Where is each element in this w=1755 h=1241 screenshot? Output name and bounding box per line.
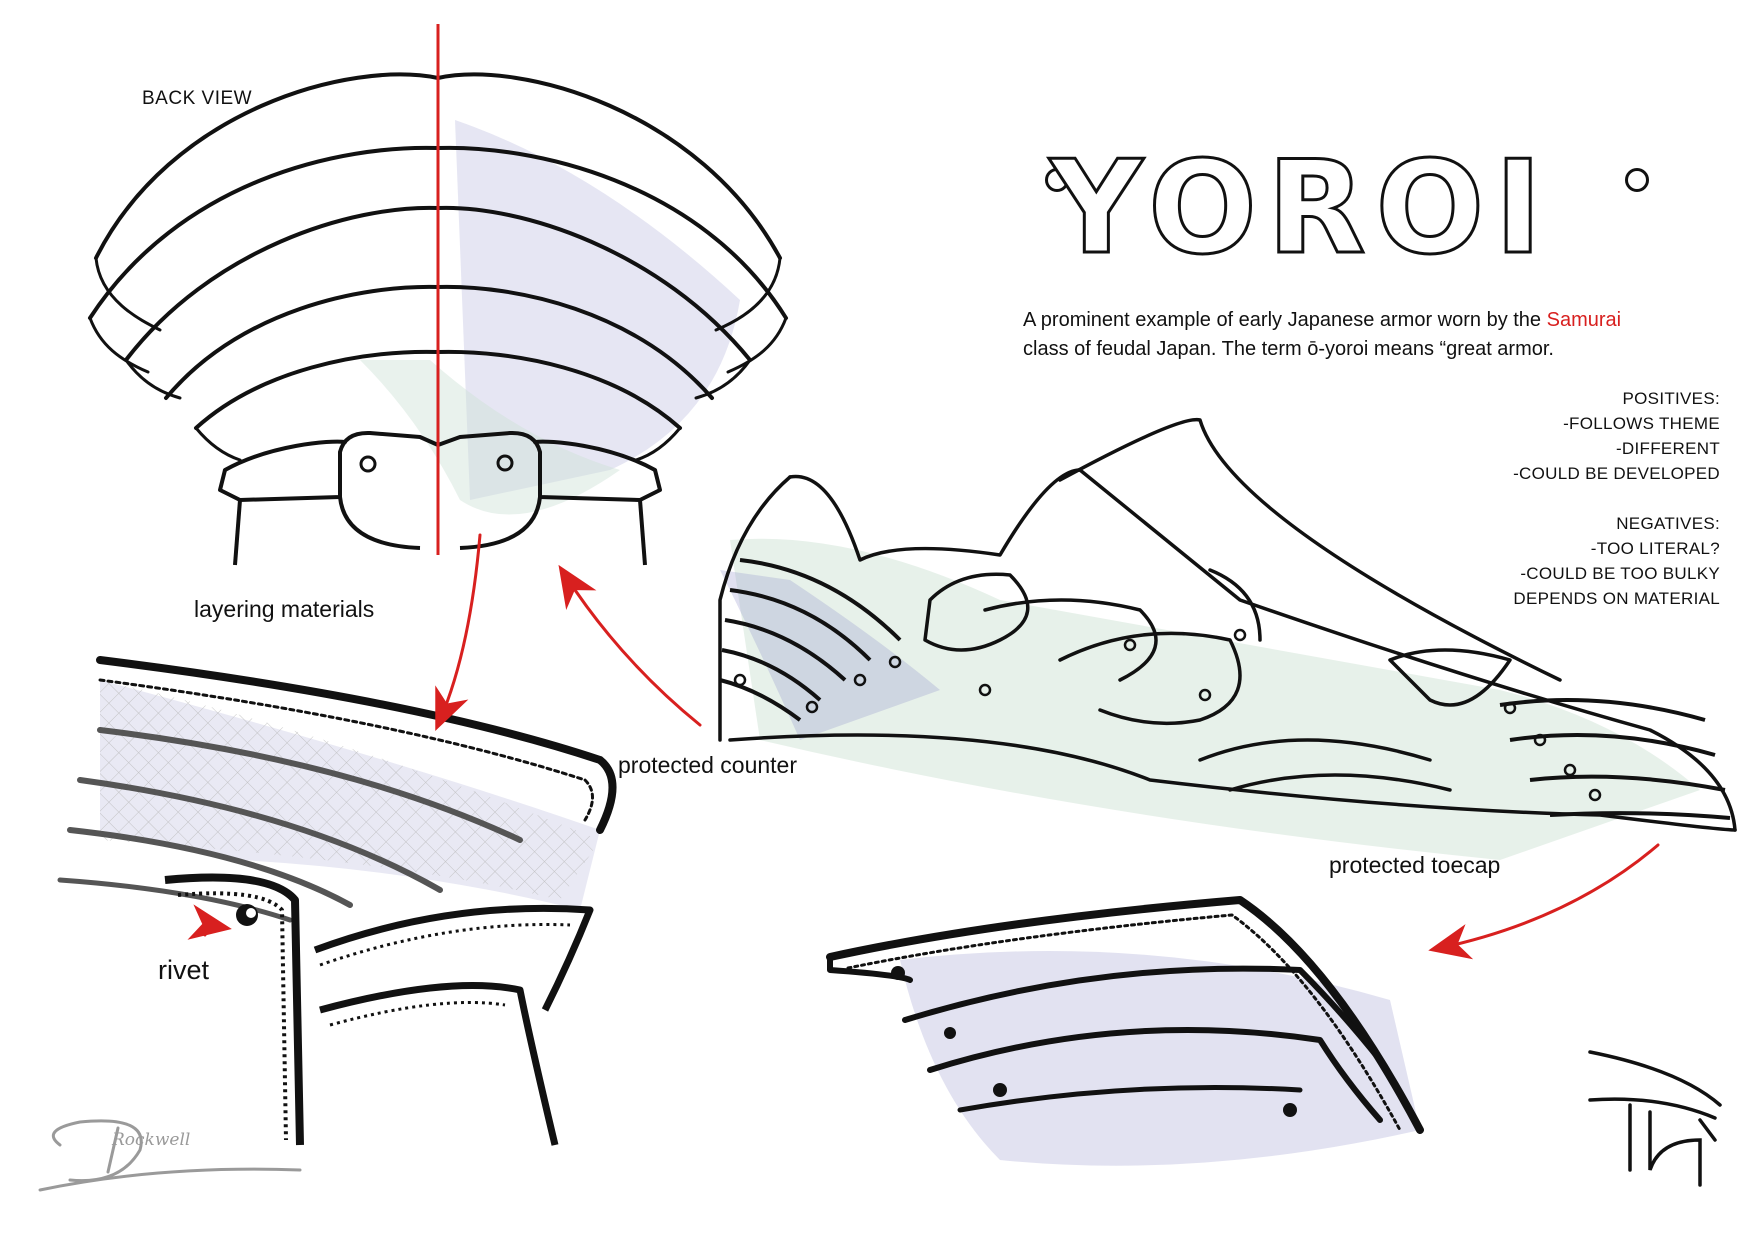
back-view-sketch: [88, 24, 788, 566]
callout-rivet: rivet: [158, 955, 210, 985]
arrow-to-toecap-detail: [1428, 843, 1660, 960]
annotation-arrows: [187, 533, 1660, 960]
negatives-heading: NEGATIVES:: [1616, 514, 1720, 533]
description-text: A prominent example of early Japanese ar…: [1023, 309, 1547, 331]
negative-item: -COULD BE TOO BULKY: [1520, 564, 1720, 583]
back-view-shading: [455, 120, 740, 500]
shoe-shading: [720, 570, 940, 740]
collar-block: [164, 873, 594, 1146]
toecap-detail-sketch: [826, 896, 1424, 1166]
evaluation-notes: POSITIVES: -FOLLOWS THEME -DIFFERENT -CO…: [1513, 386, 1720, 636]
negatives-list: NEGATIVES: -TOO LITERAL? -COULD BE TOO B…: [1513, 511, 1720, 611]
signature-mark: [38, 1119, 302, 1192]
shoe-shading: [730, 538, 1700, 860]
callout-protected-counter: protected counter: [618, 752, 798, 778]
layer-detail-sketch: [57, 656, 617, 1146]
arrow-to-layer-detail: [435, 533, 482, 732]
back-view-label: BACK VIEW: [142, 88, 253, 109]
rivet-highlight: [246, 908, 256, 918]
description-text: class of feudal Japan. The term ō-yoroi …: [1023, 338, 1554, 360]
small-profile-sketch: [1588, 1050, 1722, 1187]
rivet-icon: [359, 455, 377, 473]
page-title: YOROI: [1049, 134, 1552, 283]
positives-heading: POSITIVES:: [1622, 389, 1720, 408]
back-view-collar: [218, 430, 662, 566]
back-view-shading: [360, 360, 620, 515]
negative-item: -TOO LITERAL?: [1590, 539, 1720, 558]
negative-item: DEPENDS ON MATERIAL: [1513, 589, 1720, 608]
arrow-to-back-view: [558, 564, 702, 727]
description-highlight: Samurai: [1546, 309, 1622, 331]
shoe-heel-bands: [719, 558, 902, 722]
positive-item: -COULD BE DEVELOPED: [1513, 464, 1720, 483]
signature: Rockwell: [112, 1130, 191, 1150]
positive-item: -DIFFERENT: [1615, 439, 1720, 458]
shoe-toe-bands: [1499, 698, 1731, 820]
positives-list: POSITIVES: -FOLLOWS THEME -DIFFERENT -CO…: [1513, 386, 1720, 486]
callout-layering-materials: layering materials: [194, 596, 375, 622]
crosshatch-fabric: [100, 680, 600, 900]
quote-circle-icon: [1625, 168, 1649, 192]
quote-circle-icon: [1045, 168, 1069, 192]
positive-item: -FOLLOWS THEME: [1563, 414, 1720, 433]
rivet-icon: [496, 454, 514, 472]
callout-protected-toecap: protected toecap: [1329, 852, 1501, 878]
description: A prominent example of early Japanese ar…: [1023, 306, 1683, 364]
arrow-to-rivet: [187, 904, 232, 940]
shoe-side-sketch: [718, 417, 1737, 860]
toecap-rivets: [891, 966, 1297, 1117]
shoe-rivets: [733, 628, 1602, 802]
